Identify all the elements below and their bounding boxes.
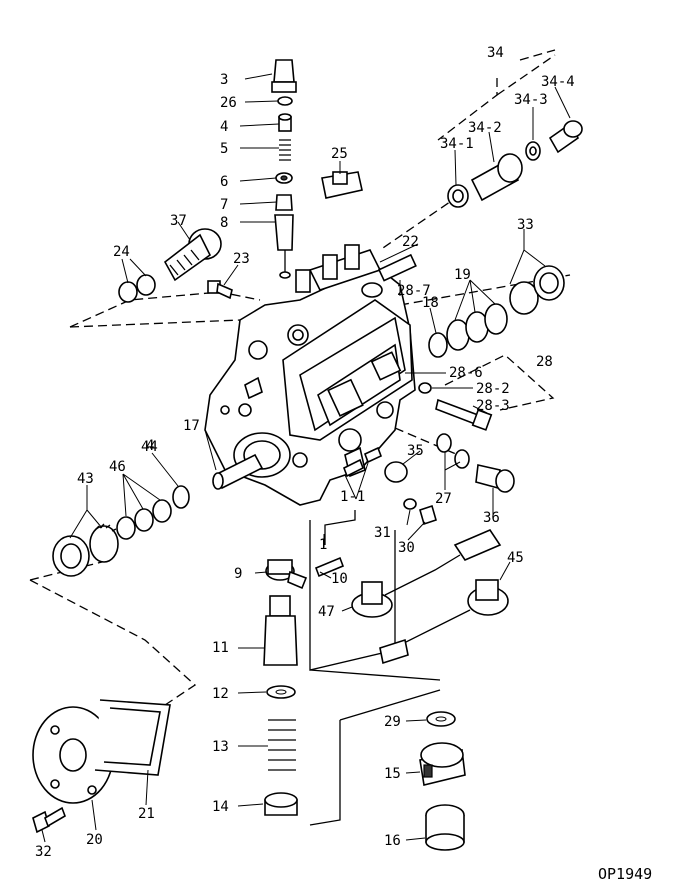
callout-31: 31 [374,525,391,541]
callout-34-2: 34-2 [468,120,502,136]
callout-43: 43 [77,471,94,487]
callout-4-lower: 4 [146,438,154,454]
callout-25: 25 [331,146,348,162]
callout-14: 14 [212,799,229,815]
flange-gasket [32,699,171,834]
gasket-28-parts [418,382,493,431]
bolt-37 [163,228,222,282]
plug-parts [384,433,515,493]
callout-15: 15 [384,766,401,782]
callout-28-7: 28-7 [397,283,431,299]
rings-19 [446,303,508,351]
delivery-valve-stack [271,59,297,279]
callout-20: 20 [86,832,103,848]
callout-5: 5 [220,141,228,157]
drawing-code: OP1949 [598,865,652,883]
seal-33 [509,265,565,315]
callout-19: 19 [454,267,471,283]
callout-29: 29 [384,714,401,730]
callout-36: 36 [483,510,500,526]
governor-stack [263,556,345,816]
callout-22: 22 [402,234,419,250]
callout-34-1: 34-1 [440,136,474,152]
washer-nut [403,498,437,526]
callout-44: 44 [141,439,158,455]
callout-28-3: 28-3 [476,398,510,414]
callout-labels: 3 26 4 5 6 7 8 37 24 23 25 22 34 34-1 34… [35,45,575,860]
callout-37: 37 [170,213,187,229]
callout-9: 9 [234,566,242,582]
lower-right-parts [419,711,466,851]
callout-23: 23 [233,251,250,267]
callout-32: 32 [35,844,52,860]
bolts-1-1 [342,446,383,478]
callout-6: 6 [220,174,228,190]
callout-34: 34 [487,45,504,61]
callout-26: 26 [220,95,237,111]
drive-shaft [212,432,291,490]
callout-8: 8 [220,215,228,231]
callout-30: 30 [398,540,415,556]
callout-27: 27 [435,491,452,507]
callout-47: 47 [318,604,335,620]
callout-16: 16 [384,833,401,849]
bolt-23 [207,280,233,300]
callout-33: 33 [517,217,534,233]
callout-35: 35 [407,443,424,459]
callout-45: 45 [507,550,524,566]
callout-28: 28 [536,354,553,370]
callout-21: 21 [138,806,155,822]
leader-lines [41,73,571,843]
gear-assembly [52,485,190,577]
callout-34-3: 34-3 [514,92,548,108]
callout-28-6: 28-6 [449,365,483,381]
solenoid-parts [351,529,509,665]
clamp-part [321,171,363,199]
ring-18 [428,332,448,358]
callout-10: 10 [331,571,348,587]
assembly-34 [447,120,583,208]
callout-24: 24 [113,244,130,260]
callout-1-1: 1-1 [340,489,365,505]
callout-17: 17 [183,418,200,434]
callout-13: 13 [212,739,229,755]
callout-12: 12 [212,686,229,702]
callout-1: 1 [319,537,327,553]
callout-18: 18 [422,295,439,311]
callout-3: 3 [220,72,228,88]
callout-34-4: 34-4 [541,74,575,90]
callout-46: 46 [109,459,126,475]
callout-7: 7 [220,197,228,213]
callout-28-2: 28-2 [476,381,510,397]
callout-4: 4 [220,119,228,135]
callout-11: 11 [212,640,229,656]
